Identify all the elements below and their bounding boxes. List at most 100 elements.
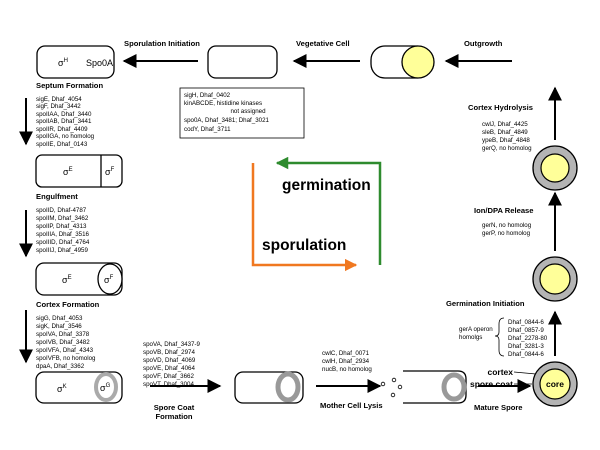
svg-text:spoIIP, Dhaf_4313: spoIIP, Dhaf_4313 xyxy=(36,223,87,230)
stage-spore-coat-2: Formation xyxy=(155,412,192,421)
svg-text:spoIIE, Dhaf_0143: spoIIE, Dhaf_0143 xyxy=(36,141,88,148)
stage-mature-spore: Mature Spore xyxy=(474,403,523,412)
svg-text:sigE, Dhaf_4054: sigE, Dhaf_4054 xyxy=(36,96,82,103)
sigma-f2-label: σ xyxy=(104,275,110,285)
stage-outgrowth: Outgrowth xyxy=(464,39,503,48)
cell-vegetative xyxy=(207,45,278,79)
svg-text:gerP, no homolog: gerP, no homolog xyxy=(482,230,531,237)
svg-text:σH: σH xyxy=(58,58,68,68)
svg-text:spoIIIA, Dhaf_3516: spoIIIA, Dhaf_3516 xyxy=(36,231,90,238)
svg-text:Dhaf_0844-6: Dhaf_0844-6 xyxy=(508,319,544,326)
germination-label: germination xyxy=(282,177,371,194)
gene-list-ion-dpa: gerN, no homolog gerP, no homolog xyxy=(482,222,532,237)
sporulation-arrow xyxy=(251,163,358,272)
svg-text:spoIIID, Dhaf_4764: spoIIID, Dhaf_4764 xyxy=(36,239,90,246)
svg-text:spoIIM, Dhaf_3462: spoIIM, Dhaf_3462 xyxy=(36,215,89,222)
cell-spo0a: σH Spo0A xyxy=(36,45,115,79)
svg-text:ypeB, Dhaf_4848: ypeB, Dhaf_4848 xyxy=(482,137,530,144)
svg-text:sigF, Dhaf_3442: sigF, Dhaf_3442 xyxy=(36,103,81,110)
svg-text:homolgs: homolgs xyxy=(459,334,482,341)
germination-arrow xyxy=(275,156,382,265)
svg-text:spoIVB, Dhaf_3482: spoIVB, Dhaf_3482 xyxy=(36,339,90,346)
stage-septum-formation: Septum Formation xyxy=(36,81,103,90)
cortex-label: cortex xyxy=(487,367,513,377)
stage-mother-cell-lysis: Mother Cell Lysis xyxy=(320,401,383,410)
svg-text:spoVB, Dhaf_2974: spoVB, Dhaf_2974 xyxy=(143,349,196,356)
svg-text:spoIVA, Dhaf_3378: spoIVA, Dhaf_3378 xyxy=(36,331,90,338)
stage-sporulation-initiation: Sporulation Initiation xyxy=(124,39,200,48)
gene-list-spore-coat: spoVA, Dhaf_3437-9 spoVB, Dhaf_2974 spoV… xyxy=(143,341,201,388)
cell-outgrowth xyxy=(370,45,435,79)
sporulation-label: sporulation xyxy=(262,237,346,254)
cell-engulfment: σE σF xyxy=(35,262,123,296)
sigma-f-label: σ xyxy=(105,167,111,177)
sigma-e2-label: σ xyxy=(62,275,68,285)
svg-text:spoVD, Dhaf_4069: spoVD, Dhaf_4069 xyxy=(143,357,196,364)
svg-text:spoVF, Dhaf_3662: spoVF, Dhaf_3662 xyxy=(143,373,194,380)
svg-text:Dhaf_3281-3: Dhaf_3281-3 xyxy=(508,343,544,350)
svg-text:codY, Dhaf_3711: codY, Dhaf_3711 xyxy=(184,126,231,133)
spo0a-label: Spo0A xyxy=(86,58,113,68)
core-label: core xyxy=(546,379,564,389)
svg-text:spo0A, Dhaf_3481; Dhaf_3021: spo0A, Dhaf_3481; Dhaf_3021 xyxy=(184,117,270,124)
svg-text:σE: σE xyxy=(62,275,72,285)
svg-text:cwlH, Dhaf_2934: cwlH, Dhaf_2934 xyxy=(322,358,370,365)
svg-text:σK: σK xyxy=(57,384,67,394)
gene-list-engulfment: spoIID, Dhaf-4787 spoIIM, Dhaf_3462 spoI… xyxy=(36,207,90,254)
svg-text:kinABCDE, histidine kinases: kinABCDE, histidine kinases xyxy=(184,100,262,107)
svg-text:σF: σF xyxy=(105,167,115,177)
svg-text:gerA operon: gerA operon xyxy=(459,326,493,333)
svg-text:Dhaf_2278-80: Dhaf_2278-80 xyxy=(508,335,548,342)
svg-text:sigK, Dhaf_3546: sigK, Dhaf_3546 xyxy=(36,323,82,330)
svg-text:spoVE, Dhaf_4064: spoVE, Dhaf_4064 xyxy=(143,365,196,372)
cell-lysing xyxy=(380,370,467,404)
svg-text:Dhaf_0844-6: Dhaf_0844-6 xyxy=(508,351,544,358)
svg-text:not assigned: not assigned xyxy=(230,108,266,115)
svg-text:gerQ, no homolog: gerQ, no homolog xyxy=(482,145,532,152)
stage-ion-dpa-release: Ion/DPA Release xyxy=(474,206,534,215)
svg-text:σE: σE xyxy=(63,167,73,177)
svg-text:sigG, Dhaf_4053: sigG, Dhaf_4053 xyxy=(36,315,83,322)
sigma-g-label: σ xyxy=(100,383,106,393)
svg-text:spoIIIJ, Dhaf_4959: spoIIIJ, Dhaf_4959 xyxy=(36,247,88,254)
gene-list-cortex-formation: sigG, Dhaf_4053 sigK, Dhaf_3546 spoIVA, … xyxy=(36,315,96,370)
gene-list-germination-init: Dhaf_0844-6 Dhaf_0857-9 Dhaf_2278-80 Dha… xyxy=(508,319,548,358)
spore-coat-label: spore coat xyxy=(470,379,513,389)
svg-text:spoIIAA, Dhaf_3440: spoIIAA, Dhaf_3440 xyxy=(36,111,92,118)
gene-list-lysis: cwlC, Dhaf_0071 cwlH, Dhaf_2934 nucB, no… xyxy=(322,350,372,373)
svg-text:spoIVFB, no homolog: spoIVFB, no homolog xyxy=(36,355,96,362)
svg-text:nucB, no homolog: nucB, no homolog xyxy=(322,366,372,373)
gene-list-septum: sigE, Dhaf_4054 sigF, Dhaf_3442 spoIIAA,… xyxy=(36,96,95,148)
svg-text:σG: σG xyxy=(100,383,111,393)
svg-text:cwlJ, Dhaf_4425: cwlJ, Dhaf_4425 xyxy=(482,121,528,128)
svg-text:spoVA, Dhaf_3437-9: spoVA, Dhaf_3437-9 xyxy=(143,341,201,348)
spore-hydrated xyxy=(532,145,578,191)
cortex-pointer xyxy=(513,371,537,375)
stage-engulfment: Engulfment xyxy=(36,192,78,201)
sigma-h-label: σ xyxy=(58,58,64,68)
sigma-k-label: σ xyxy=(57,384,63,394)
svg-text:σF: σF xyxy=(104,275,114,285)
svg-text:dpaA, Dhaf_3362: dpaA, Dhaf_3362 xyxy=(36,363,85,370)
gene-list-cortex-hydrolysis: cwlJ, Dhaf_4425 sleB, Dhaf_4849 ypeB, Dh… xyxy=(482,121,532,152)
spore-ion-release xyxy=(532,256,578,302)
cell-spore-coat xyxy=(234,371,304,404)
svg-text:gerN, no homolog: gerN, no homolog xyxy=(482,222,532,229)
svg-text:spoIIR, Dhaf_4409: spoIIR, Dhaf_4409 xyxy=(36,126,88,133)
stage-vegetative-cell: Vegetative Cell xyxy=(296,39,350,48)
stage-spore-coat-1: Spore Coat xyxy=(154,403,195,412)
svg-text:cwlC, Dhaf_0071: cwlC, Dhaf_0071 xyxy=(322,350,370,357)
stage-cortex-formation: Cortex Formation xyxy=(36,300,100,309)
cell-septum: σE σF xyxy=(35,154,123,188)
svg-text:sleB, Dhaf_4849: sleB, Dhaf_4849 xyxy=(482,129,528,136)
svg-text:spoIID, Dhaf-4787: spoIID, Dhaf-4787 xyxy=(36,207,87,214)
svg-text:spoIVFA, Dhaf_4343: spoIVFA, Dhaf_4343 xyxy=(36,347,94,354)
svg-text:sigH, Dhaf_0402: sigH, Dhaf_0402 xyxy=(184,92,231,99)
mature-spore: core xyxy=(532,361,578,407)
stage-germination-initiation: Germination Initiation xyxy=(446,299,525,308)
stage-cortex-hydrolysis: Cortex Hydrolysis xyxy=(468,103,533,112)
gene-list-initiation: sigH, Dhaf_0402 kinABCDE, histidine kina… xyxy=(179,87,305,139)
svg-text:spoIIAB, Dhaf_3441: spoIIAB, Dhaf_3441 xyxy=(36,118,92,125)
gene-list-ger-operon: gerA operon homolgs xyxy=(459,317,505,357)
svg-text:spoIIGA, no homolog: spoIIGA, no homolog xyxy=(36,133,95,140)
